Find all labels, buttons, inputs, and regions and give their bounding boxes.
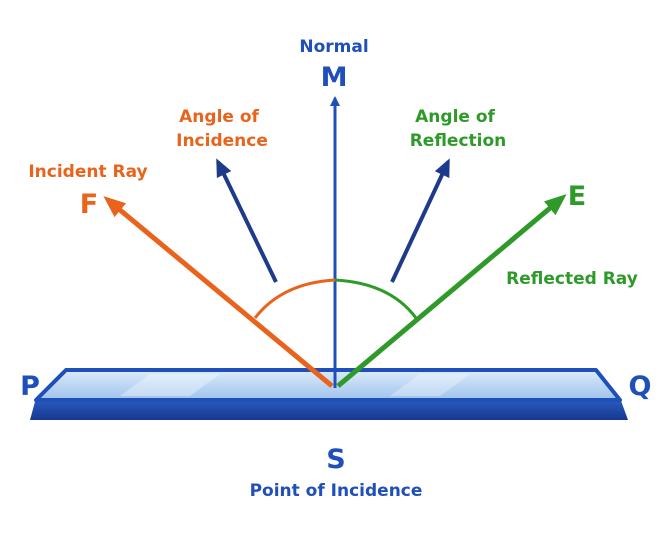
reflected-ray bbox=[336, 194, 567, 388]
letter-p: P bbox=[20, 371, 40, 402]
angle-incidence-arc bbox=[253, 278, 336, 319]
incident-ray bbox=[103, 196, 334, 388]
angle-reflection-label: Angle of Reflection bbox=[410, 107, 507, 151]
letter-s: S bbox=[326, 444, 345, 475]
angle-incidence-pointer bbox=[216, 158, 278, 283]
mirror bbox=[30, 368, 628, 420]
mirror-edge bbox=[30, 398, 628, 420]
mirror-shine bbox=[120, 374, 220, 396]
angle-incidence-label: Angle of Incidence bbox=[176, 107, 268, 151]
normal-label: Normal bbox=[299, 37, 368, 57]
angle-reflection-pointer bbox=[390, 158, 450, 283]
letter-f: F bbox=[80, 189, 98, 220]
letter-e: E bbox=[568, 181, 586, 212]
incident-ray-label: Incident Ray bbox=[28, 162, 147, 182]
point-of-incidence-label: Point of Incidence bbox=[250, 481, 423, 501]
reflected-ray-label: Reflected Ray bbox=[506, 269, 638, 289]
letter-m: M bbox=[321, 62, 348, 93]
angle-reflection-arc bbox=[334, 278, 418, 319]
letter-q: Q bbox=[629, 371, 652, 402]
mirror-shine bbox=[390, 374, 470, 396]
